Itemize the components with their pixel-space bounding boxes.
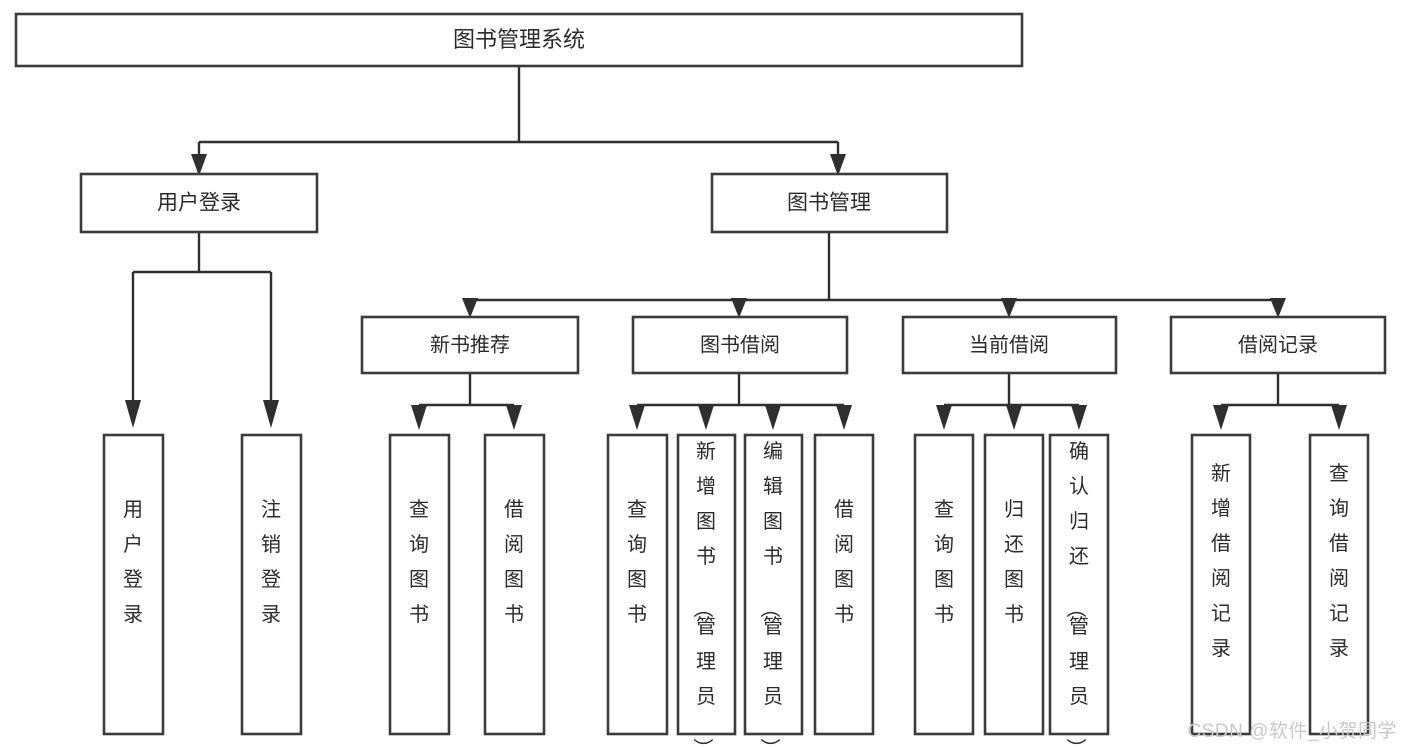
leaf-query-book-3-label: 查询图书: [934, 498, 954, 626]
node-new-book-recommend-label: 新书推荐: [430, 333, 510, 356]
arrow-head-book-manage: [830, 154, 846, 176]
leaf-user-login-box[interactable]: [102, 433, 165, 736]
leaf-confirm-return-box[interactable]: [1048, 433, 1110, 736]
leaf-query-record-box[interactable]: [1308, 433, 1370, 736]
node-borrow-record-label: 借阅记录: [1238, 333, 1318, 356]
node-book-borrow[interactable]: 图书借阅: [631, 315, 849, 375]
arrow-head-new-book-recommend: [462, 298, 478, 318]
leaf-query-book-3[interactable]: 查询图书: [913, 433, 975, 736]
node-borrow-record[interactable]: 借阅记录: [1169, 315, 1387, 375]
arrow-head-leaf-borrow-book-2: [836, 405, 852, 430]
leaf-borrow-book-1-box[interactable]: [483, 433, 546, 736]
csdn-watermark: CSDN @软件_小贺同学: [1187, 721, 1397, 742]
leaf-add-book-label: 新增图书（管理员）: [691, 440, 716, 747]
node-new-book-recommend[interactable]: 新书推荐: [360, 315, 580, 375]
leaf-borrow-book-2[interactable]: 借阅图书: [813, 433, 875, 736]
leaf-add-book[interactable]: 新增图书（管理员）: [676, 433, 737, 747]
node-book-manage-box[interactable]: [710, 172, 949, 234]
leaf-borrow-book-2-label: 借阅图书: [834, 498, 854, 626]
node-current-borrow[interactable]: 当前借阅: [901, 315, 1118, 375]
node-current-borrow-label: 当前借阅: [969, 333, 1049, 356]
arrow-head-leaf-edit-book: [765, 405, 781, 430]
leaf-query-book-1-box[interactable]: [388, 433, 451, 736]
node-user-login-box[interactable]: [79, 172, 319, 234]
arrow-head-leaf-add-book: [698, 405, 714, 430]
leaf-logout-login-box[interactable]: [240, 433, 303, 736]
node-borrow-record-box[interactable]: [1169, 315, 1387, 375]
arrow-head-book-borrow: [731, 298, 747, 318]
leaf-edit-book-box[interactable]: [743, 433, 804, 736]
leaf-user-login-label: 用户登录: [123, 499, 143, 626]
leaf-query-book-1[interactable]: 查询图书: [388, 433, 451, 736]
node-root[interactable]: 图书管理系统: [14, 12, 1024, 68]
leaf-query-book-1-label: 查询图书: [409, 498, 429, 626]
arrow-head-leaf-add-record: [1213, 405, 1229, 430]
leaf-logout-login[interactable]: 注销登录: [240, 433, 303, 736]
node-book-manage[interactable]: 图书管理: [710, 172, 949, 234]
leaf-borrow-book-2-box[interactable]: [813, 433, 875, 736]
leaf-user-login[interactable]: 用户登录: [102, 433, 165, 736]
arrow-head-leaf-query-book-1: [411, 405, 427, 430]
leaf-confirm-return-label: 确认归还（管理员）: [1064, 440, 1089, 747]
node-user-login[interactable]: 用户登录: [79, 172, 319, 234]
arrow-head-leaf-confirm-return: [1071, 405, 1087, 430]
leaf-edit-book-label: 编辑图书（管理员）: [758, 440, 783, 747]
leaf-query-record-label: 查询借阅记录: [1329, 462, 1349, 660]
node-root-label: 图书管理系统: [453, 27, 585, 52]
leaf-query-book-3-box[interactable]: [913, 433, 975, 736]
arrow-head-leaf-logout-login: [263, 400, 279, 428]
leaf-query-book-2-label: 查询图书: [627, 498, 647, 626]
node-book-borrow-label: 图书借阅: [700, 333, 780, 356]
connector-layer: [125, 66, 1347, 430]
arrow-head-user-login: [191, 154, 207, 176]
leaf-borrow-book-1-label: 借阅图书: [504, 498, 524, 626]
arrow-head-leaf-query-book-2: [629, 405, 645, 430]
arrow-head-leaf-user-login: [125, 400, 141, 428]
leaf-return-book[interactable]: 归还图书: [983, 433, 1045, 736]
leaf-logout-login-label: 注销登录: [261, 498, 281, 626]
node-new-book-recommend-box[interactable]: [360, 315, 580, 375]
leaf-confirm-return[interactable]: 确认归还（管理员）: [1048, 433, 1110, 747]
leaf-add-book-box[interactable]: [676, 433, 737, 736]
leaf-return-book-box[interactable]: [983, 433, 1045, 736]
leaf-query-record[interactable]: 查询借阅记录: [1308, 433, 1370, 736]
node-current-borrow-box[interactable]: [901, 315, 1118, 375]
leaf-add-record-box[interactable]: [1190, 433, 1252, 736]
arrow-head-leaf-query-book-3: [936, 405, 952, 430]
node-user-login-label: 用户登录: [157, 192, 241, 215]
leaf-borrow-book-1[interactable]: 借阅图书: [483, 433, 546, 736]
node-book-borrow-box[interactable]: [631, 315, 849, 375]
leaf-add-record-label: 新增借阅记录: [1211, 462, 1231, 660]
arrow-head-current-borrow: [1001, 298, 1017, 318]
arrow-head-leaf-borrow-book-1: [506, 405, 522, 430]
leaf-return-book-label: 归还图书: [1004, 498, 1024, 626]
node-root-box[interactable]: [14, 12, 1024, 68]
arrow-head-leaf-return-book: [1006, 405, 1022, 430]
arrow-head-leaf-query-record: [1331, 405, 1347, 430]
leaf-query-book-2[interactable]: 查询图书: [606, 433, 669, 736]
leaf-add-record[interactable]: 新增借阅记录: [1190, 433, 1252, 736]
node-book-manage-label: 图书管理: [787, 192, 871, 215]
leaf-query-book-2-box[interactable]: [606, 433, 669, 736]
leaf-edit-book[interactable]: 编辑图书（管理员）: [743, 433, 804, 747]
arrow-head-borrow-record: [1270, 298, 1286, 318]
